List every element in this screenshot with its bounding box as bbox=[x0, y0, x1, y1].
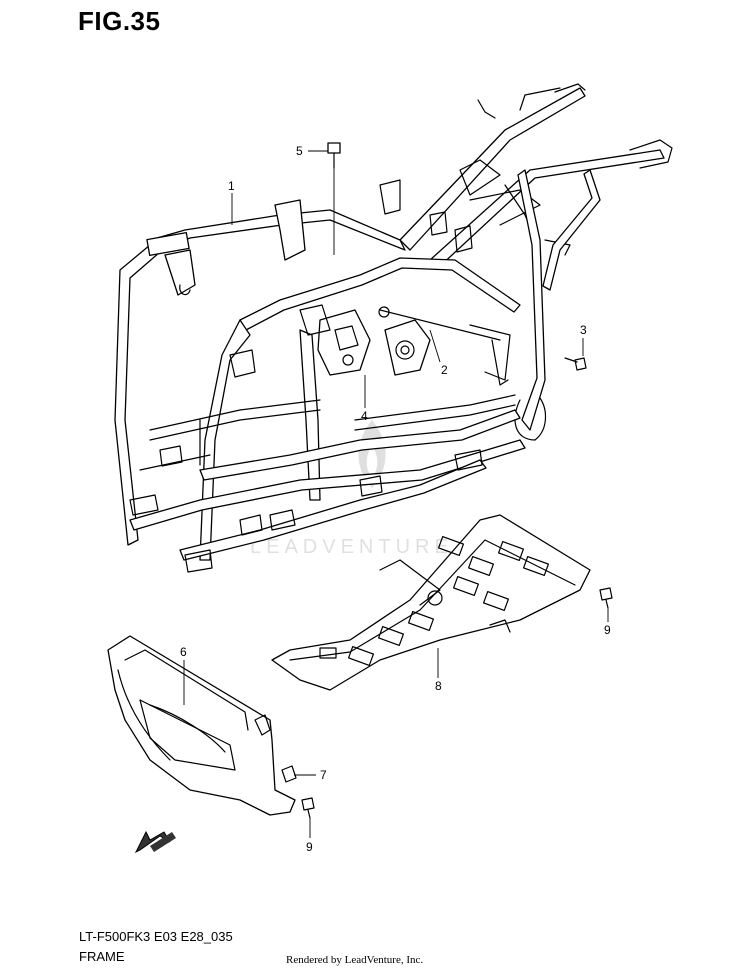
model-code: LT-F500FK3 E03 E28_035 bbox=[79, 929, 233, 944]
part-3-bolt bbox=[564, 357, 587, 371]
part-5-bolt bbox=[327, 142, 341, 169]
part-8-skid-plate bbox=[271, 514, 591, 691]
leader-lines bbox=[183, 150, 609, 838]
watermark-text: LEADVENTURE bbox=[250, 536, 453, 558]
fwd-arrow-icon: FWD bbox=[134, 830, 176, 860]
watermark-logo bbox=[358, 420, 386, 488]
part-name: FRAME bbox=[79, 949, 125, 964]
callout-2: 2 bbox=[441, 363, 448, 377]
credit-text: Rendered by LeadVenture, Inc. bbox=[286, 954, 424, 966]
callout-5: 5 bbox=[296, 144, 303, 158]
part-6-front-guard bbox=[107, 635, 296, 816]
callout-labels: 1 2 3 4 5 6 7 8 9 9 bbox=[180, 144, 611, 854]
figure-title: FIG.35 bbox=[78, 6, 161, 36]
callout-1: 1 bbox=[228, 179, 235, 193]
callout-9-upper: 9 bbox=[604, 623, 611, 637]
main-frame bbox=[114, 83, 673, 573]
part-9-bolt-lower bbox=[301, 797, 315, 819]
callout-7: 7 bbox=[320, 768, 327, 782]
callout-3: 3 bbox=[580, 323, 587, 337]
part-7-bolt bbox=[281, 765, 297, 783]
callout-4: 4 bbox=[361, 409, 368, 423]
callout-9-lower: 9 bbox=[306, 840, 313, 854]
callout-8: 8 bbox=[435, 679, 442, 693]
part-9-bolt-upper bbox=[599, 587, 613, 609]
part-2-shaft bbox=[469, 324, 511, 386]
callout-6: 6 bbox=[180, 645, 187, 659]
